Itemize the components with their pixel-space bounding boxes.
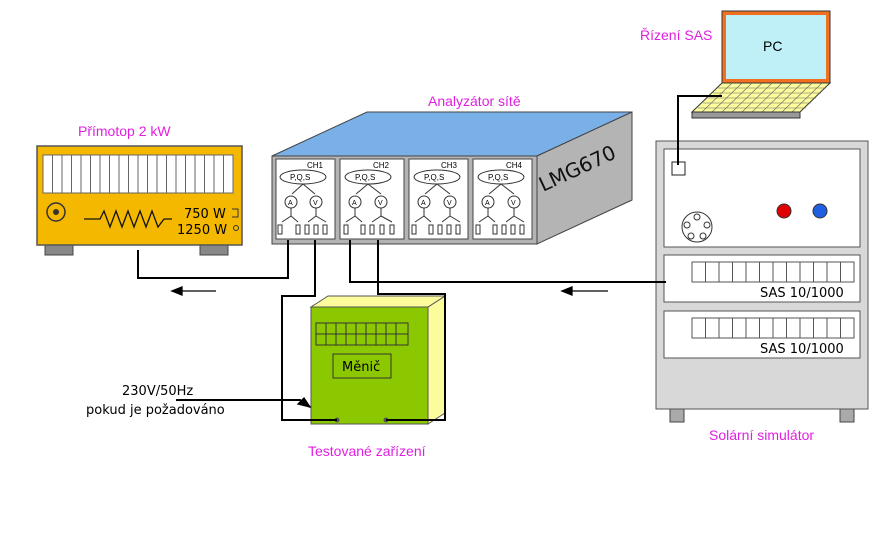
channel-4-voltmeter: V [511, 200, 516, 207]
channel-1-measure: P,Q,S [290, 173, 310, 182]
analyzer-label: Analyzátor sítě [428, 93, 521, 109]
channel-1-name: CH1 [307, 161, 324, 170]
channel-4-name: CH4 [506, 161, 523, 170]
heater: 750 W 1250 W [36, 145, 243, 256]
dut-display-label: Měnič [342, 360, 380, 375]
wire-ch1-dut [281, 240, 337, 421]
sas-module-2-label: SAS 10/1000 [760, 342, 844, 357]
resistor-symbol [84, 209, 172, 229]
heater-knob [46, 202, 66, 222]
pc-screen-label: PC [763, 38, 782, 54]
heater-foot-left [44, 244, 74, 256]
channel-1-voltmeter: V [313, 200, 318, 207]
heater-switch-icon [232, 208, 239, 218]
channel-3: CH3 P,Q,S A V [408, 158, 469, 240]
heater-foot-right [199, 244, 229, 256]
channel-3-name: CH3 [441, 161, 458, 170]
wire-ch2-sas [349, 240, 666, 283]
dut-vent-grid [315, 322, 409, 346]
channel-3-measure: P,Q,S [424, 173, 444, 182]
channel-4: CH4 P,Q,S A V [472, 158, 533, 240]
pc-control-label: Řízení SAS [640, 27, 712, 43]
pc-keyboard-keys [698, 82, 826, 113]
heater-power-high: 1250 W [177, 223, 227, 238]
solar-sim-label: Solární simulátor [709, 427, 814, 443]
dut-display [332, 353, 392, 379]
channel-2-voltmeter: V [378, 200, 383, 207]
arrow-supply-head [296, 396, 312, 409]
dut-label: Testované zařízení [308, 443, 426, 459]
sas-terminal-blue [812, 203, 828, 219]
sas-foot-right [839, 407, 855, 423]
sas-connector-icon [681, 211, 713, 243]
channel-2: CH2 P,Q,S A V [339, 158, 405, 240]
supply-line2: pokud je požadováno [86, 403, 225, 418]
sas-module-1: SAS 10/1000 [663, 254, 861, 303]
channel-3-voltmeter: V [447, 200, 452, 207]
channel-1: CH1 P,Q,S A V [275, 158, 336, 240]
arrow-from-sas-head [560, 286, 573, 296]
device-under-test: Měnič [309, 295, 447, 425]
heater-switch-dot [233, 225, 239, 231]
power-analyzer: LMG670 CH1 P,Q,S A V CH2 P,Q [271, 111, 633, 245]
channel-4-measure: P,Q,S [488, 173, 508, 182]
solar-simulator: SAS 10/1000 SAS 10/1000 [655, 140, 869, 423]
pc-laptop: PC [690, 10, 832, 119]
channel-4-ammeter: A [485, 200, 490, 207]
arrow-to-heater-head [170, 286, 183, 296]
sas-module-1-label: SAS 10/1000 [760, 286, 844, 301]
channel-2-measure: P,Q,S [355, 173, 375, 182]
sas-terminal-red [776, 203, 792, 219]
channel-2-ammeter: A [352, 200, 357, 207]
sas-module-2: SAS 10/1000 [663, 310, 861, 359]
pc-keyboard [690, 82, 832, 113]
heater-power-low: 750 W [184, 207, 226, 222]
sas-foot-left [669, 407, 685, 423]
wiring [137, 95, 722, 421]
channel-2-name: CH2 [373, 161, 390, 170]
supply-line1: 230V/50Hz [122, 384, 193, 399]
flow-arrows [170, 286, 608, 409]
pc-base [691, 111, 801, 119]
wire-sas-pc [677, 95, 722, 165]
dut-top [309, 295, 447, 308]
wire-ch2-dut [377, 240, 446, 421]
dut-side [427, 295, 446, 425]
heater-label: Přímotop 2 kW [78, 123, 171, 139]
wire-heater-ch1 [137, 240, 289, 279]
pc-screen [726, 15, 826, 79]
heater-grille [42, 154, 234, 194]
channel-1-ammeter: A [288, 200, 293, 207]
channel-3-ammeter: A [421, 200, 426, 207]
